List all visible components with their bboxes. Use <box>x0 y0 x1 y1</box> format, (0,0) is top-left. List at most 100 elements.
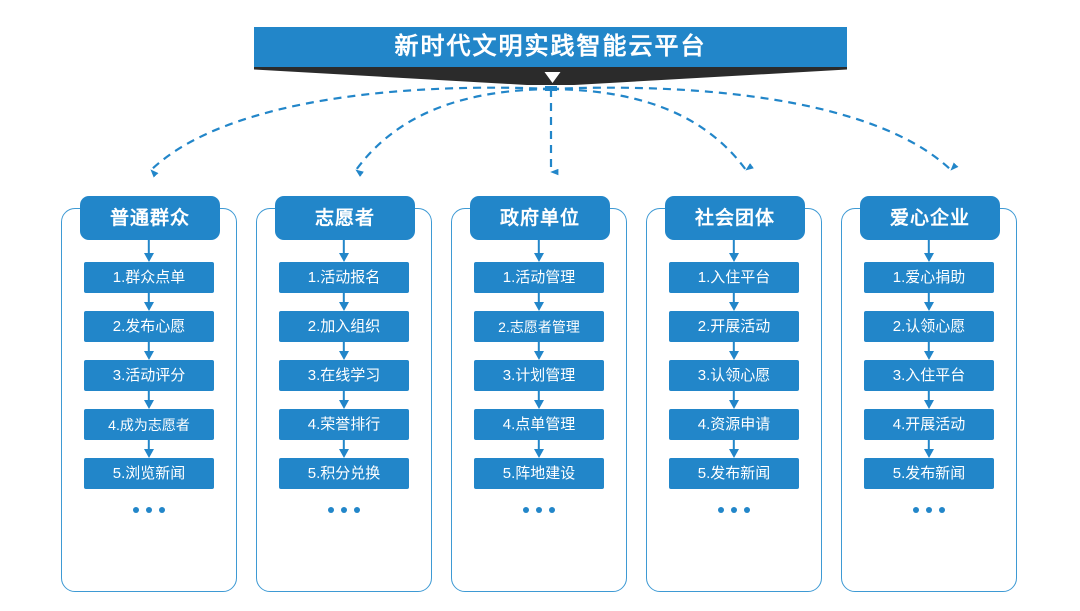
arrow-down-icon <box>143 440 155 458</box>
column-header-label: 社会团体 <box>694 207 775 229</box>
column-header-label: 政府单位 <box>499 207 580 229</box>
column-1-more-indicator <box>133 507 165 513</box>
role-columns: 普通群众 1.群众点单 2.发布心愿 3.活动评分 4.成为志愿者 5.浏览新闻 <box>0 196 1080 596</box>
column-1-item-3[interactable]: 3.活动评分 <box>84 360 214 391</box>
item-label: 4.开展活动 <box>892 416 966 433</box>
column-1-item-2[interactable]: 2.发布心愿 <box>84 311 214 342</box>
arrow-down-icon <box>923 342 935 360</box>
column-2-item-4[interactable]: 4.荣誉排行 <box>279 409 409 440</box>
item-label: 4.资源申请 <box>697 416 771 433</box>
item-label: 1.爱心捐助 <box>892 269 966 286</box>
arrow-down-icon <box>143 293 155 311</box>
column-5-item-2[interactable]: 2.认领心愿 <box>864 311 994 342</box>
item-label: 3.认领心愿 <box>697 367 771 384</box>
column-header-label: 志愿者 <box>314 207 375 229</box>
arrow-down-icon <box>923 391 935 409</box>
column-4-item-4[interactable]: 4.资源申请 <box>669 409 799 440</box>
ribbon-caret-icon <box>544 72 561 83</box>
column-2-item-1[interactable]: 1.活动报名 <box>279 262 409 293</box>
arrow-down-icon <box>338 293 350 311</box>
column-2-item-5[interactable]: 5.积分兑换 <box>279 458 409 489</box>
arrow-down-icon <box>338 391 350 409</box>
column-3-item-5[interactable]: 5.阵地建设 <box>474 458 604 489</box>
item-label: 2.志愿者管理 <box>498 318 580 335</box>
role-column-aixin-qiye: 爱心企业 1.爱心捐助 2.认领心愿 3.入住平台 4.开展活动 5.发布新闻 <box>841 196 1019 594</box>
column-4-item-1[interactable]: 1.入住平台 <box>669 262 799 293</box>
column-5-item-1[interactable]: 1.爱心捐助 <box>864 262 994 293</box>
connector-to-col-5 <box>550 86 959 171</box>
arrow-down-icon <box>533 391 545 409</box>
arrow-down-icon <box>143 240 155 262</box>
column-body: 1.活动报名 2.加入组织 3.在线学习 4.荣誉排行 5.积分兑换 <box>256 240 432 592</box>
arrow-down-icon <box>338 440 350 458</box>
item-label: 5.发布新闻 <box>697 465 771 482</box>
column-4-item-5[interactable]: 5.发布新闻 <box>669 458 799 489</box>
arrow-down-icon <box>728 293 740 311</box>
column-5-item-3[interactable]: 3.入住平台 <box>864 360 994 391</box>
role-column-putong-qunzhong: 普通群众 1.群众点单 2.发布心愿 3.活动评分 4.成为志愿者 5.浏览新闻 <box>61 196 239 594</box>
column-2-item-2[interactable]: 2.加入组织 <box>279 311 409 342</box>
column-5-item-4[interactable]: 4.开展活动 <box>864 409 994 440</box>
item-label: 4.荣誉排行 <box>307 416 381 433</box>
column-header-2[interactable]: 志愿者 <box>275 196 415 240</box>
column-3-item-4[interactable]: 4.点单管理 <box>474 409 604 440</box>
column-header-4[interactable]: 社会团体 <box>665 196 805 240</box>
column-1-item-1[interactable]: 1.群众点单 <box>84 262 214 293</box>
item-label: 1.群众点单 <box>112 269 186 286</box>
item-label: 5.阵地建设 <box>502 465 576 482</box>
arrow-down-icon <box>533 293 545 311</box>
item-label: 4.成为志愿者 <box>108 416 190 433</box>
column-2-item-3[interactable]: 3.在线学习 <box>279 360 409 391</box>
arrow-down-icon <box>728 440 740 458</box>
connector-to-col-2 <box>355 87 552 177</box>
column-1-item-4[interactable]: 4.成为志愿者 <box>84 409 214 440</box>
column-header-label: 普通群众 <box>109 207 190 229</box>
arrow-down-icon <box>923 240 935 262</box>
arrow-down-icon <box>338 240 350 262</box>
column-3-item-3[interactable]: 3.计划管理 <box>474 360 604 391</box>
column-4-item-2[interactable]: 2.开展活动 <box>669 311 799 342</box>
arrow-down-icon <box>923 293 935 311</box>
role-column-shehui-tuanti: 社会团体 1.入住平台 2.开展活动 3.认领心愿 4.资源申请 5.发布新闻 <box>646 196 824 594</box>
column-body: 1.爱心捐助 2.认领心愿 3.入住平台 4.开展活动 5.发布新闻 <box>841 240 1017 592</box>
arrow-down-icon <box>728 240 740 262</box>
item-label: 2.认领心愿 <box>892 318 966 335</box>
column-header-5[interactable]: 爱心企业 <box>860 196 1000 240</box>
arrow-down-icon <box>728 342 740 360</box>
arrow-down-icon <box>143 342 155 360</box>
column-header-1[interactable]: 普通群众 <box>80 196 220 240</box>
platform-title-banner: 新时代文明实践智能云平台 <box>254 27 847 67</box>
connector-to-col-4 <box>550 87 754 171</box>
item-label: 3.入住平台 <box>892 367 966 384</box>
role-column-zhengfu-danwei: 政府单位 1.活动管理 2.志愿者管理 3.计划管理 4.点单管理 5.阵地建设 <box>451 196 629 594</box>
column-4-item-3[interactable]: 3.认领心愿 <box>669 360 799 391</box>
item-label: 3.计划管理 <box>502 367 576 384</box>
item-label: 1.入住平台 <box>697 269 771 286</box>
column-1-item-5[interactable]: 5.浏览新闻 <box>84 458 214 489</box>
item-label: 4.点单管理 <box>502 416 576 433</box>
item-label: 2.加入组织 <box>307 318 381 335</box>
arrow-down-icon <box>533 342 545 360</box>
column-3-item-2[interactable]: 2.志愿者管理 <box>474 311 604 342</box>
item-label: 2.开展活动 <box>697 318 771 335</box>
column-body: 1.群众点单 2.发布心愿 3.活动评分 4.成为志愿者 5.浏览新闻 <box>61 240 237 592</box>
column-5-more-indicator <box>913 507 945 513</box>
column-header-label: 爱心企业 <box>889 207 970 229</box>
banner-ribbon-shape <box>254 66 847 85</box>
role-column-zhiyuanzhe: 志愿者 1.活动报名 2.加入组织 3.在线学习 4.荣誉排行 5.积分兑换 <box>256 196 434 594</box>
column-2-more-indicator <box>328 507 360 513</box>
item-label: 5.积分兑换 <box>307 465 381 482</box>
column-3-item-1[interactable]: 1.活动管理 <box>474 262 604 293</box>
column-header-3[interactable]: 政府单位 <box>470 196 610 240</box>
item-label: 3.在线学习 <box>307 367 381 384</box>
column-body: 1.入住平台 2.开展活动 3.认领心愿 4.资源申请 5.发布新闻 <box>646 240 822 592</box>
item-label: 3.活动评分 <box>112 367 186 384</box>
item-label: 5.发布新闻 <box>892 465 966 482</box>
connector-to-col-1 <box>150 86 552 178</box>
arrow-down-icon <box>533 240 545 262</box>
arrow-down-icon <box>728 391 740 409</box>
item-label: 2.发布心愿 <box>112 318 186 335</box>
column-5-item-5[interactable]: 5.发布新闻 <box>864 458 994 489</box>
arrow-down-icon <box>143 391 155 409</box>
